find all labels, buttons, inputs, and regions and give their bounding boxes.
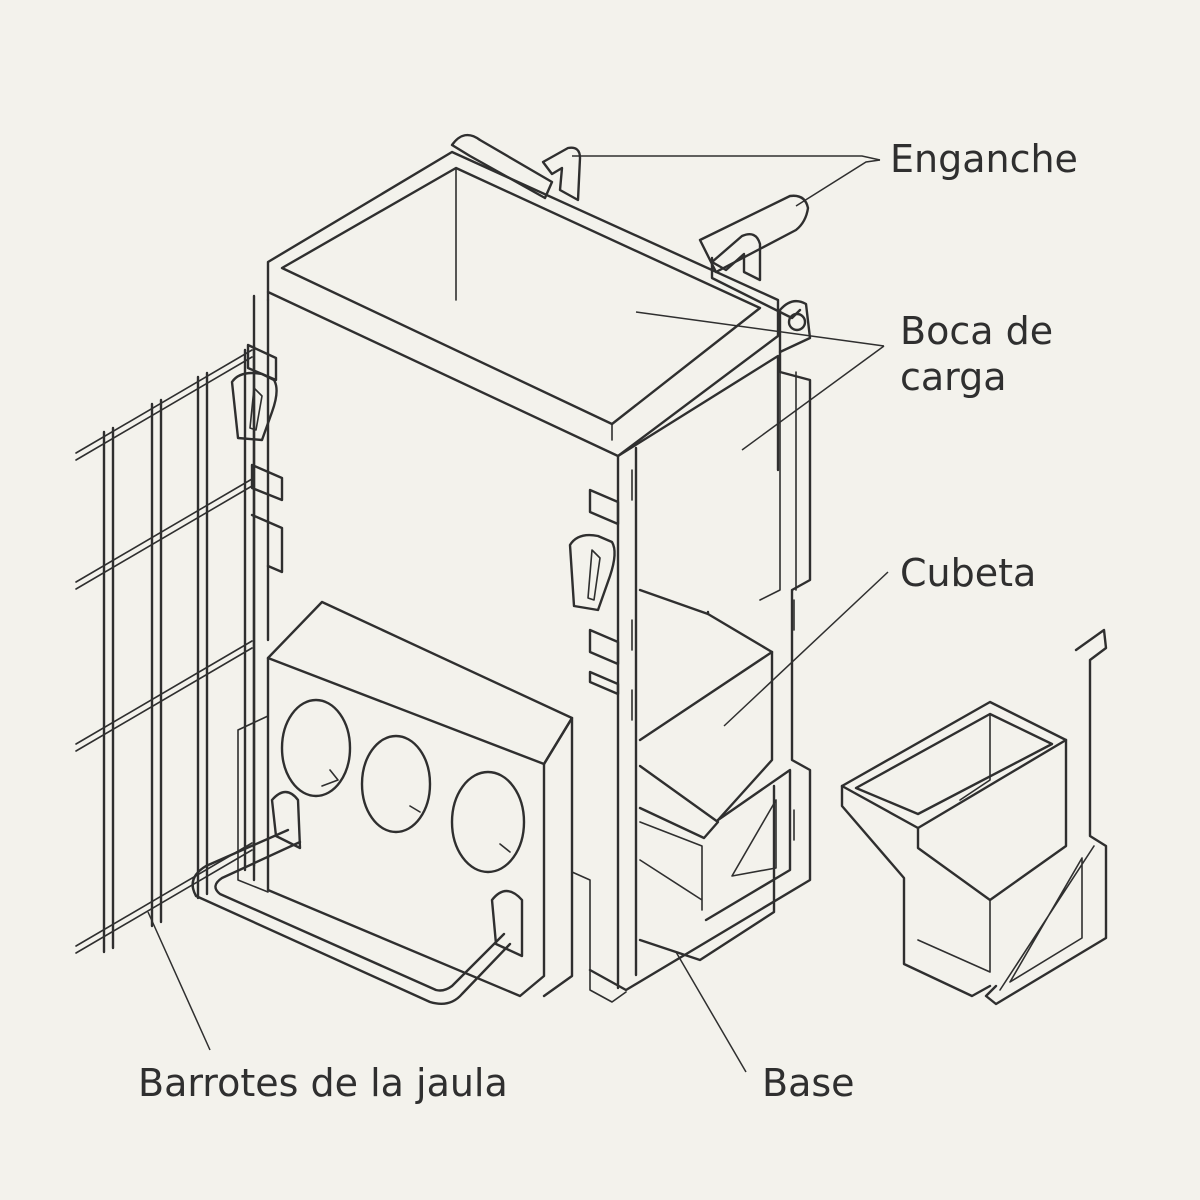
- base-triangle: [731, 799, 777, 877]
- feeding-box-front: [266, 656, 546, 998]
- tray-top: [638, 588, 774, 742]
- hopper-body: [230, 150, 812, 992]
- feeding-hole-1: [280, 698, 352, 798]
- perch-mount-right: [490, 889, 524, 958]
- hook-assembly: [450, 133, 812, 354]
- leader-barrotes: [147, 911, 211, 1051]
- loading-mouth-inner: [280, 166, 762, 426]
- internal-tray: [638, 588, 792, 962]
- cage-bars: [75, 344, 256, 954]
- hook-tab-right: [710, 233, 762, 282]
- cage-bar-2: [150, 398, 163, 928]
- leader-base: [675, 951, 747, 1073]
- side-clip-upper-2: [250, 463, 284, 574]
- feeding-box-left-ridge: [237, 715, 269, 893]
- leader-boca-1: [635, 311, 885, 347]
- leader-lines: [147, 155, 889, 1073]
- leader-boca-2: [741, 345, 885, 451]
- feeding-hole-depth: [321, 769, 511, 853]
- feeding-box-top: [266, 600, 574, 766]
- cage-bar-4: [243, 344, 256, 872]
- perch-mount-left: [270, 790, 302, 850]
- hopper-left-face: [266, 290, 620, 990]
- side-clip-front-2: [588, 628, 620, 696]
- hopper-front-face: [616, 354, 780, 977]
- leader-enganche-1: [572, 155, 881, 161]
- latch-front: [568, 533, 616, 612]
- cage-crossbar-2: [75, 478, 253, 590]
- front-slots: [631, 469, 795, 841]
- side-clip-upper: [246, 343, 278, 382]
- hopper-right-side: [588, 350, 812, 992]
- latch-upper: [230, 371, 278, 442]
- tray-back: [706, 610, 774, 822]
- label-cubeta: Cubeta: [900, 551, 1037, 595]
- base-right-edge: [571, 871, 627, 1003]
- label-barrotes: Barrotes de la jaula: [138, 1061, 508, 1105]
- hinge-pin: [787, 312, 807, 332]
- cage-crossbar-4: [75, 842, 253, 954]
- tray-chute: [638, 764, 720, 840]
- base-frame: [638, 768, 792, 962]
- loading-mouth-inner-wall: [455, 167, 613, 441]
- feeding-hole-3: [450, 770, 526, 874]
- cage-bar-1: [102, 426, 115, 954]
- label-boca-de-carga: Boca de carga: [900, 308, 1053, 400]
- detached-tray-arm: [984, 628, 1108, 1006]
- latch-upper-slot: [249, 387, 263, 431]
- feeding-box-side: [542, 716, 574, 998]
- cage-bar-3: [196, 371, 209, 900]
- latch-front-slot: [587, 549, 601, 601]
- feeding-box: [191, 600, 627, 1005]
- cage-crossbar-1: [75, 349, 253, 461]
- hook-tab-left: [541, 146, 582, 202]
- leader-enganche-2: [795, 159, 881, 207]
- leader-cubeta: [723, 571, 889, 727]
- detached-tray-triangle: [999, 845, 1095, 991]
- hopper-right-side-inner: [759, 371, 797, 601]
- feeding-hole-2: [360, 734, 432, 834]
- label-enganche: Enganche: [890, 137, 1078, 181]
- label-boca-line1: Boca de: [900, 309, 1054, 353]
- hinge-bracket: [778, 299, 812, 354]
- label-boca-line2: carga: [900, 355, 1007, 399]
- label-base: Base: [762, 1061, 855, 1105]
- cage-crossbar-3: [75, 640, 253, 752]
- detached-tray-rim-inner: [854, 712, 1054, 816]
- hook-rod-left: [450, 133, 554, 200]
- perch: [191, 828, 512, 1005]
- detached-tray-rim: [840, 700, 1068, 830]
- left-side-rail: [252, 294, 270, 882]
- tray-floor: [639, 821, 703, 911]
- side-clip-front-1: [588, 488, 620, 526]
- hook-rod-right: [698, 194, 810, 274]
- detached-tray-inner: [917, 713, 991, 973]
- detached-tray: [840, 628, 1108, 1006]
